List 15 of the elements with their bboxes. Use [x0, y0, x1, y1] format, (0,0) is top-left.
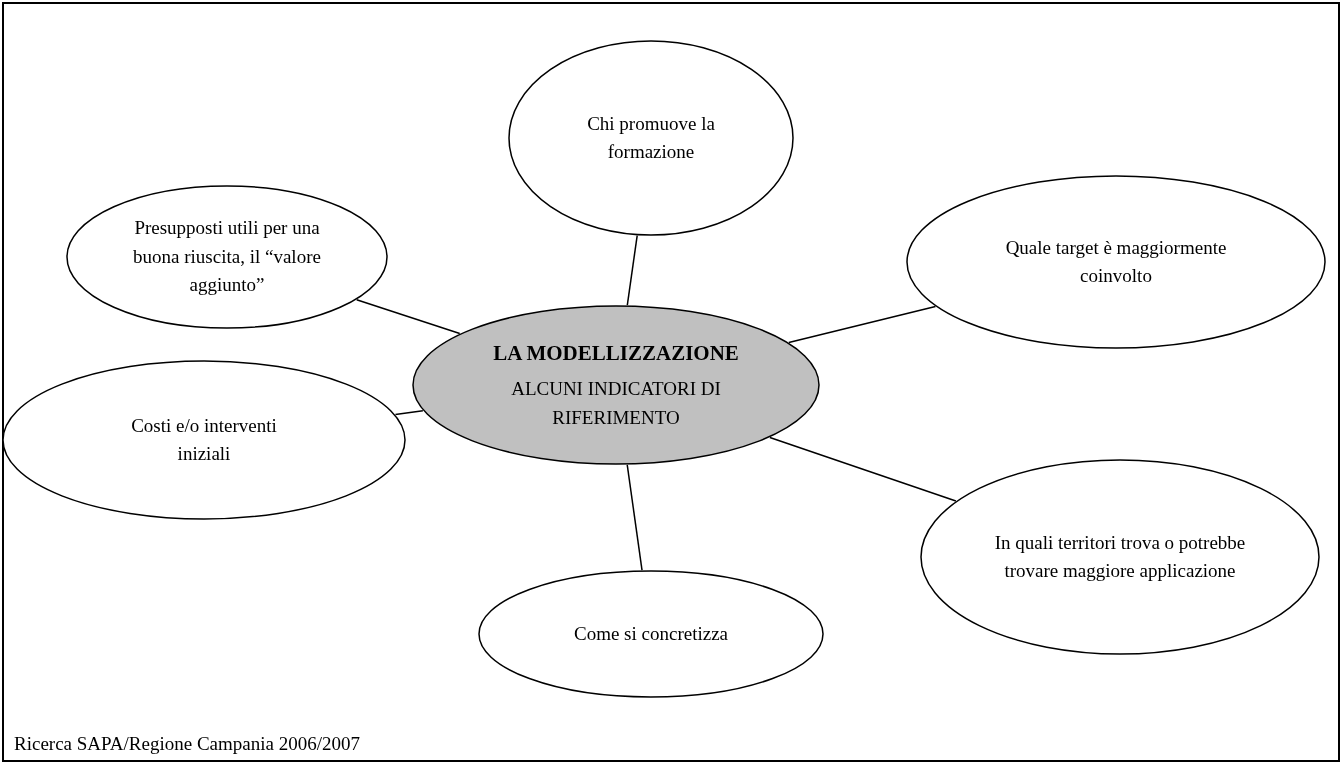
connector-line [626, 234, 638, 306]
connector-line [355, 298, 461, 335]
caption: Ricerca SAPA/Regione Campania 2006/2007 [14, 732, 360, 756]
topic-text: Chi promuove la formazione [586, 111, 716, 164]
topic-text: Come si concretizza [573, 621, 728, 646]
topic-text: Presupposti utili per una buona riuscita, il “valore aggiunto” [132, 216, 322, 298]
connector-line [769, 436, 957, 502]
topic-text: In quali territori trova o potrebbe trovare maggiore applicazione [993, 530, 1247, 583]
connector-line [394, 410, 424, 416]
connector-line [626, 464, 643, 571]
connector-line [788, 305, 937, 344]
topic-text: ALCUNI INDICATORI DI RIFERIMENTO [510, 377, 722, 430]
topic-text: Costi e/o interventi iniziali [130, 413, 278, 466]
diagram-heading: LA MODELLIZZAZIONE [493, 339, 739, 367]
topic-text: Quale target è maggiormente coinvolto [1004, 235, 1228, 288]
